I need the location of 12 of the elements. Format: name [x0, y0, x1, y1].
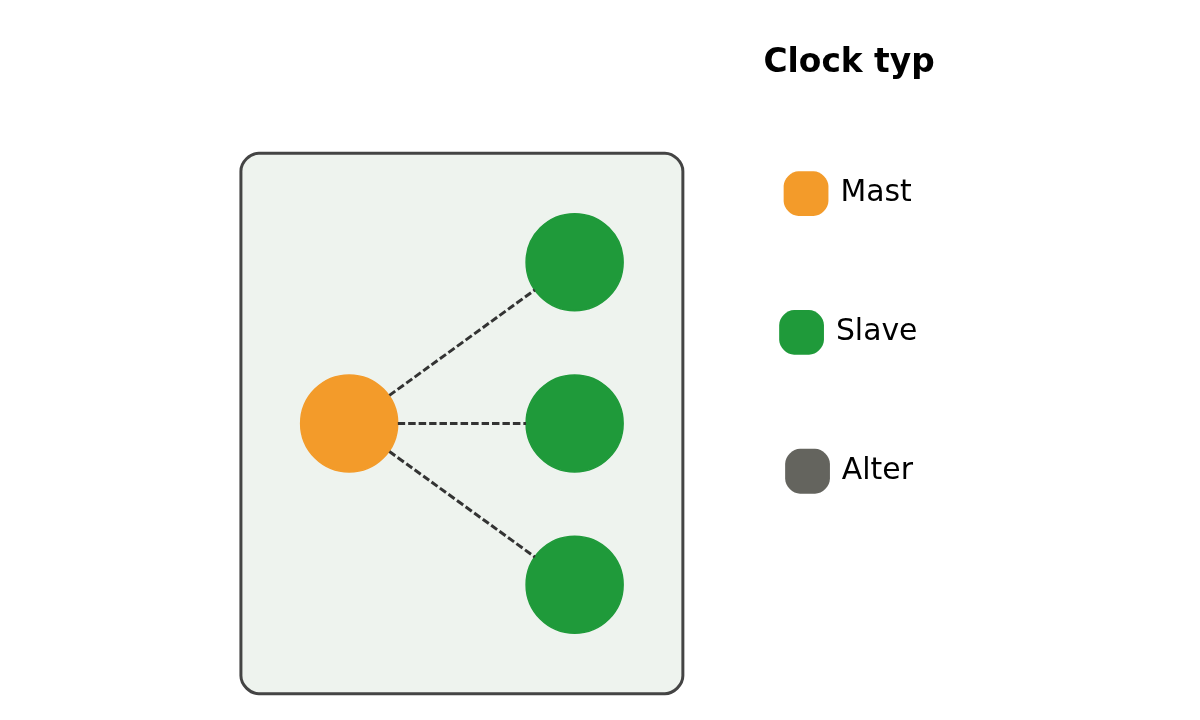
node-circle	[299, 374, 399, 473]
legend-label: Alter	[841, 450, 913, 486]
cluster	[239, 151, 685, 696]
legend-label: Mast	[840, 172, 912, 208]
connector	[388, 450, 536, 559]
connector	[397, 421, 526, 425]
connector	[388, 288, 536, 397]
node-circle	[525, 374, 624, 473]
label: Clock typ	[763, 41, 935, 80]
node-circle	[525, 212, 624, 312]
node-circle	[525, 535, 624, 634]
legend-label: Slave	[835, 311, 918, 347]
